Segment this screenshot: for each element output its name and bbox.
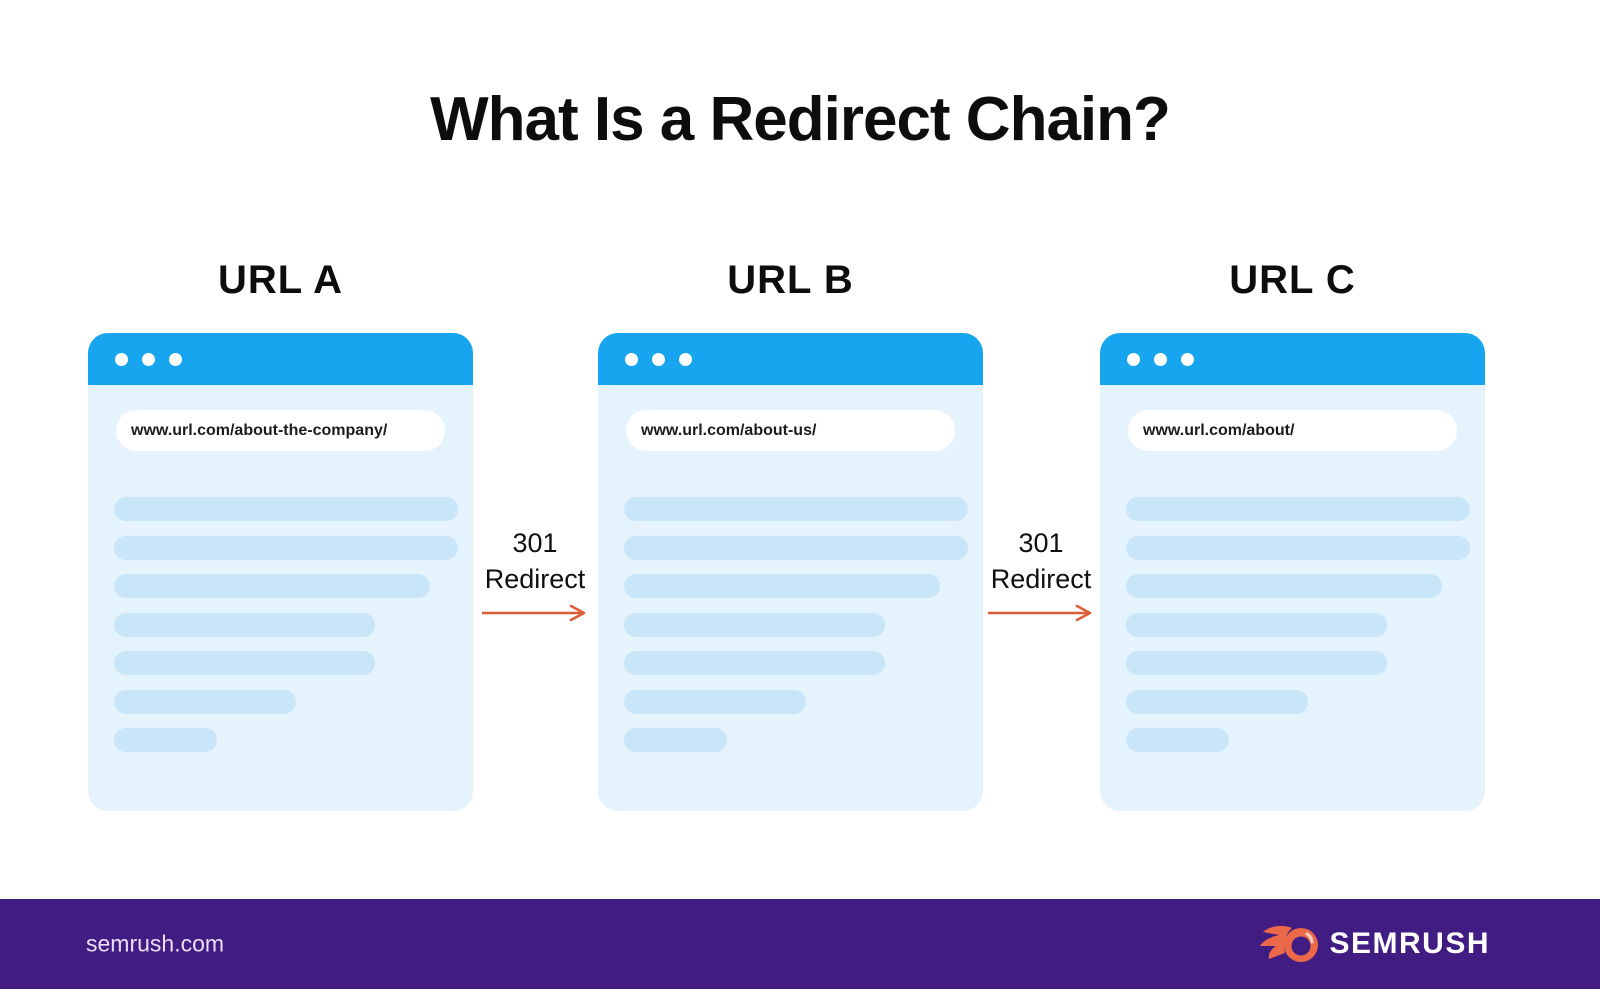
skeleton-line <box>1126 574 1443 598</box>
window-dot-icon <box>1181 352 1194 366</box>
window-dot-icon <box>169 352 182 366</box>
redirect-label: Redirect <box>484 564 586 594</box>
right-arrow-icon <box>482 604 586 622</box>
address-bar-a: www.url.com/about-the-company/ <box>116 410 445 451</box>
skeleton-line <box>1126 651 1388 675</box>
skeleton-line <box>624 535 968 560</box>
skeleton-line <box>1126 497 1470 521</box>
browser-titlebar <box>1100 333 1485 385</box>
skeleton-line <box>624 728 728 752</box>
window-dot-icon <box>1154 352 1167 366</box>
window-dot-icon <box>115 352 128 366</box>
skeleton-line <box>624 574 941 598</box>
skeleton-line <box>114 689 297 714</box>
brand-wordmark: SEMRUSH <box>1329 927 1490 960</box>
skeleton-line <box>1126 535 1470 560</box>
right-arrow-icon <box>988 604 1092 622</box>
footer-site-url: semrush.com <box>86 930 225 957</box>
window-dot-icon <box>625 352 638 366</box>
browser-window-group-c: URL C www.url.com/about/ <box>1100 258 1485 811</box>
skeleton-line <box>624 497 968 521</box>
skeleton-line <box>1126 728 1230 752</box>
redirect-code: 301 <box>1018 528 1064 558</box>
redirect-annotation-1: 301 Redirect <box>470 525 600 622</box>
address-bar-b: www.url.com/about-us/ <box>626 410 955 451</box>
skeleton-line <box>1126 612 1388 637</box>
page-content-skeleton <box>114 497 458 752</box>
brand-logo: SEMRUSH <box>1258 922 1490 966</box>
browser-window-c: www.url.com/about/ <box>1100 333 1485 811</box>
page-content-skeleton <box>624 497 968 752</box>
window-dot-icon <box>1127 352 1140 366</box>
redirect-label: Redirect <box>990 564 1092 594</box>
skeleton-line <box>114 574 431 598</box>
skeleton-line <box>624 689 807 714</box>
skeleton-line <box>114 651 376 675</box>
window-dot-icon <box>142 352 155 366</box>
window-label-url-a: URL A <box>218 258 343 302</box>
window-label-url-b: URL B <box>727 258 854 302</box>
skeleton-line <box>114 728 218 752</box>
window-dot-icon <box>652 352 665 366</box>
browser-window-a: www.url.com/about-the-company/ <box>88 333 473 811</box>
skeleton-line <box>624 612 886 637</box>
browser-window-group-b: URL B www.url.com/about-us/ <box>598 258 983 811</box>
skeleton-line <box>1126 689 1309 714</box>
skeleton-line <box>624 651 886 675</box>
address-bar-c: www.url.com/about/ <box>1128 410 1457 451</box>
footer-bar: semrush.com SEMRUSH <box>0 899 1600 989</box>
window-label-url-c: URL C <box>1229 258 1356 302</box>
redirect-annotation-2: 301 Redirect <box>976 525 1106 622</box>
skeleton-line <box>114 535 458 560</box>
page-content-skeleton <box>1126 497 1470 752</box>
skeleton-line <box>114 612 376 637</box>
browser-titlebar <box>598 333 983 385</box>
page-title: What Is a Redirect Chain? <box>430 85 1171 154</box>
semrush-comet-icon <box>1260 925 1319 962</box>
skeleton-line <box>114 497 458 521</box>
browser-window-group-a: URL A www.url.com/about-the-company/ <box>88 258 473 811</box>
browser-titlebar <box>88 333 473 385</box>
window-dot-icon <box>679 352 692 366</box>
redirect-code: 301 <box>512 528 558 558</box>
browser-window-b: www.url.com/about-us/ <box>598 333 983 811</box>
